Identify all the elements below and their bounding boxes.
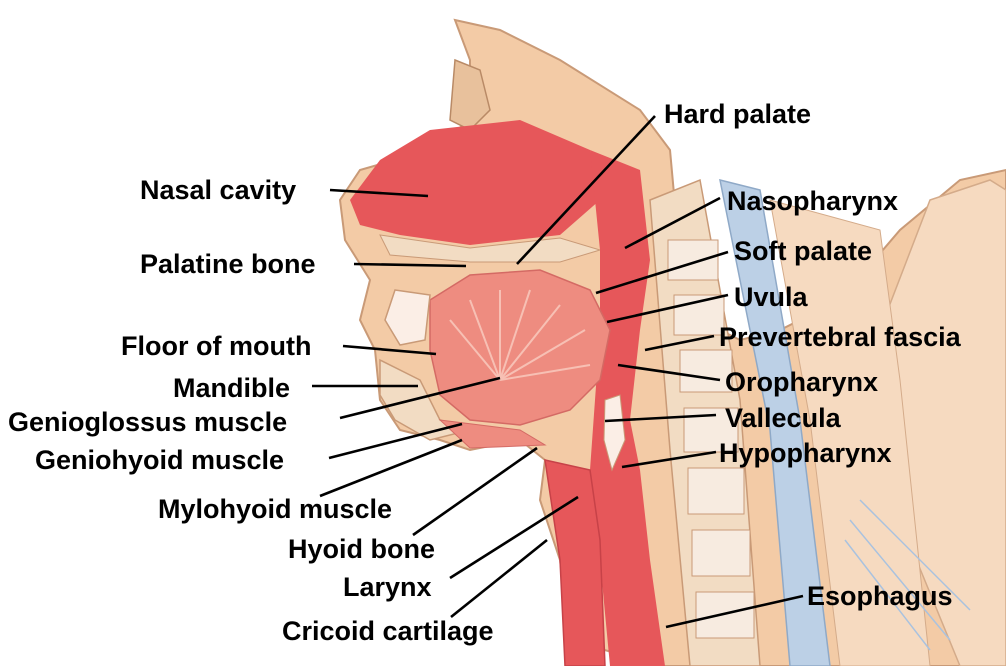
label-cricoid-cartilage: Cricoid cartilage xyxy=(282,616,494,646)
label-mandible: Mandible xyxy=(173,373,290,403)
leader-hyoid-bone xyxy=(413,448,537,535)
label-hypopharynx: Hypopharynx xyxy=(719,438,892,468)
label-nasal-cavity: Nasal cavity xyxy=(140,175,296,205)
label-palatine-bone: Palatine bone xyxy=(140,249,316,279)
label-hard-palate: Hard palate xyxy=(664,99,811,129)
label-mylohyoid-muscle: Mylohyoid muscle xyxy=(158,494,392,524)
label-floor-of-mouth: Floor of mouth xyxy=(121,331,311,361)
label-genioglossus-muscle: Genioglossus muscle xyxy=(8,407,287,437)
label-oropharynx: Oropharynx xyxy=(725,367,878,397)
label-uvula: Uvula xyxy=(734,282,809,312)
label-prevertebral-fascia: Prevertebral fascia xyxy=(719,322,962,352)
leader-mylohyoid xyxy=(320,440,462,496)
label-esophagus: Esophagus xyxy=(807,581,953,611)
label-nasopharynx: Nasopharynx xyxy=(727,186,898,216)
label-vallecula: Vallecula xyxy=(725,403,842,433)
label-geniohyoid-muscle: Geniohyoid muscle xyxy=(35,445,284,475)
nasal-cavity-region xyxy=(350,120,600,245)
label-larynx: Larynx xyxy=(343,572,432,602)
leader-cricoid xyxy=(451,540,547,617)
label-soft-palate: Soft palate xyxy=(734,236,872,266)
label-hyoid-bone: Hyoid bone xyxy=(288,534,435,564)
